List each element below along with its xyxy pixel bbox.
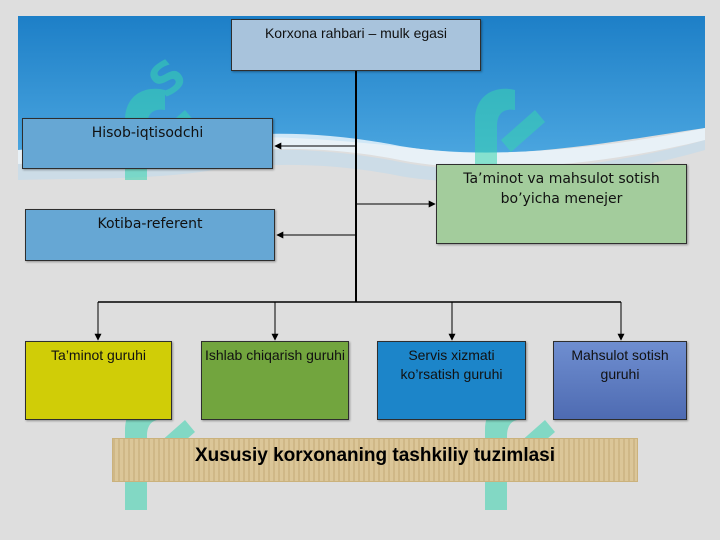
node-mahsulot-sotish-guruhi: Mahsulot sotish guruhi (553, 341, 687, 420)
node-taminot-guruhi: Ta’minot guruhi (25, 341, 172, 420)
node-kotiba-referent: Kotiba-referent (25, 209, 275, 261)
watermark-logo (475, 88, 545, 180)
node-korxona-rahbari: Korxona rahbari – mulk egasi (231, 19, 481, 71)
node-ishlab-chiqarish-guruhi: Ishlab chiqarish guruhi (201, 341, 349, 420)
diagram-caption: Xususiy korxonaning tashkiliy tuzimlasi (112, 438, 638, 482)
node-servis-guruhi: Servis xizmati ko’rsatish guruhi (377, 341, 526, 420)
node-hisob-iqtisodchi: Hisob-iqtisodchi (22, 118, 273, 169)
node-taminot-menejer: Ta’minot va mahsulot sotish bo’yicha men… (436, 164, 687, 244)
